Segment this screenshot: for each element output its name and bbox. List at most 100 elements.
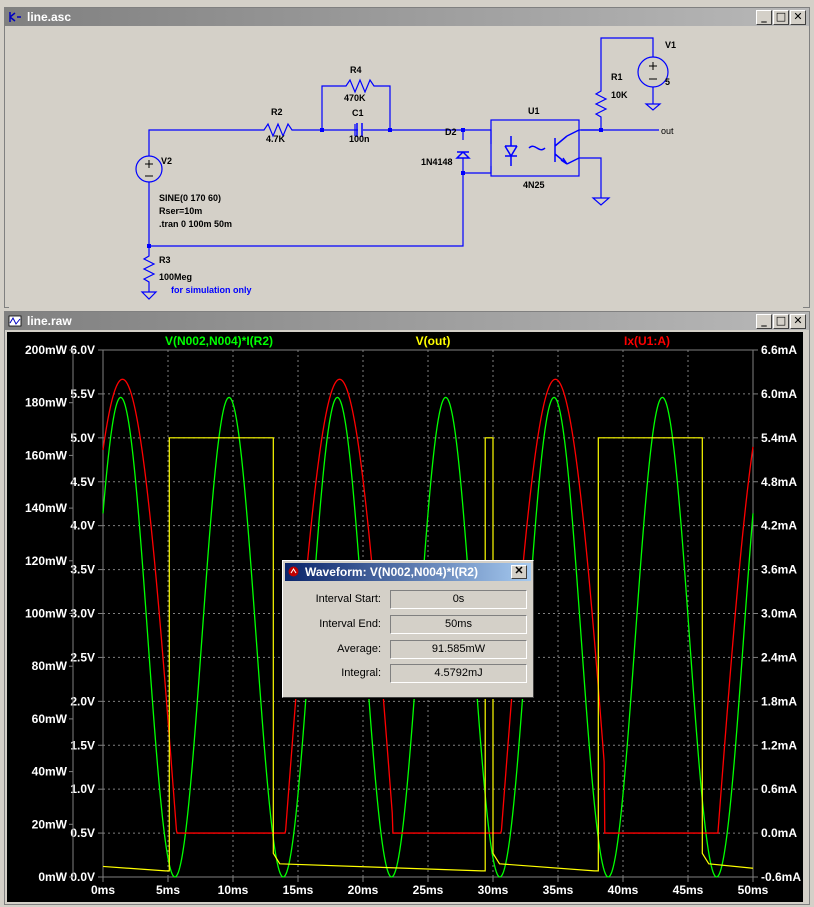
c1-value: 100n — [349, 134, 370, 144]
maximize-button[interactable]: □ — [773, 314, 789, 329]
r4-value: 470K — [344, 93, 366, 103]
r3-value: 100Meg — [159, 272, 192, 282]
ma-axis-tick-label: 6.0mA — [761, 387, 797, 401]
v1-value: 5 — [665, 77, 670, 87]
v-axis-tick-label: 0.0V — [70, 870, 95, 884]
x-tick-label: 5ms — [156, 883, 180, 897]
dialog-title: Waveform: V(N002,N004)*I(R2) — [305, 565, 478, 579]
waveform-titlebar[interactable]: line.raw _ □ ✕ — [5, 312, 809, 330]
minimize-button[interactable]: _ — [756, 314, 772, 329]
series-name-label: V(N002,N004)*I(R2) — [165, 334, 273, 348]
series-name-label: V(out) — [416, 334, 451, 348]
r2-value: 4.7K — [266, 134, 286, 144]
waveform-info-icon — [288, 566, 299, 577]
spice-directive[interactable]: .tran 0 100m 50m — [159, 219, 232, 229]
minimize-button[interactable]: _ — [756, 10, 772, 25]
integral-field: 4.5792mJ — [390, 664, 527, 683]
v2-value-line2: Rser=10m — [159, 206, 202, 216]
r4-name: R4 — [350, 65, 362, 75]
ma-axis-tick-label: -0.6mA — [761, 870, 801, 884]
integral-row: Integral: 4.5792mJ — [283, 663, 533, 683]
ma-axis-tick-label: 0.6mA — [761, 782, 797, 796]
mw-axis-tick-label: 20mW — [32, 817, 68, 831]
u1-name: U1 — [528, 106, 540, 116]
x-tick-label: 45ms — [673, 883, 704, 897]
mw-axis-tick-label: 60mW — [32, 712, 68, 726]
c1-name: C1 — [352, 108, 364, 118]
schematic-comment: for simulation only — [171, 285, 252, 295]
v-axis-tick-label: 4.5V — [70, 475, 95, 489]
r1-value: 10K — [611, 90, 628, 100]
mw-axis-tick-label: 100mW — [25, 607, 68, 621]
average-row: Average: 91.585mW — [283, 639, 533, 659]
schematic-titlebar[interactable]: line.asc _ □ ✕ — [5, 8, 809, 26]
v-axis-tick-label: 2.0V — [70, 694, 95, 708]
average-label: Average: — [337, 643, 381, 655]
r2-name: R2 — [271, 107, 283, 117]
r1-name: R1 — [611, 72, 623, 82]
series-name-label: Ix(U1:A) — [624, 334, 670, 348]
ma-axis-tick-label: 5.4mA — [761, 431, 797, 445]
u1-value: 4N25 — [523, 180, 545, 190]
interval-end-row: Interval End: 50ms — [283, 614, 533, 634]
dialog-titlebar[interactable]: Waveform: V(N002,N004)*I(R2) ✕ — [285, 563, 531, 581]
dialog-close-button[interactable]: ✕ — [511, 565, 527, 579]
maximize-button[interactable]: □ — [773, 10, 789, 25]
v-axis-tick-label: 2.5V — [70, 650, 95, 664]
v-axis-tick-label: 5.5V — [70, 387, 95, 401]
waveform-icon — [8, 315, 22, 327]
v-axis-tick-label: 3.0V — [70, 607, 95, 621]
x-tick-label: 0ms — [91, 883, 115, 897]
schematic-window[interactable]: line.asc _ □ ✕ — [4, 7, 810, 311]
interval-end-field[interactable]: 50ms — [390, 615, 527, 634]
mw-axis-tick-label: 160mW — [25, 448, 68, 462]
waveform-info-dialog[interactable]: Waveform: V(N002,N004)*I(R2) ✕ Interval … — [282, 560, 534, 698]
x-tick-label: 25ms — [413, 883, 444, 897]
v-axis-tick-label: 0.5V — [70, 826, 95, 840]
x-tick-label: 10ms — [218, 883, 249, 897]
mw-axis-tick-label: 80mW — [32, 659, 68, 673]
close-button[interactable]: ✕ — [790, 10, 806, 25]
x-tick-label: 20ms — [348, 883, 379, 897]
ma-axis-tick-label: 0.0mA — [761, 826, 797, 840]
series-line-led-current — [102, 378, 754, 834]
net-label-out: out — [661, 126, 674, 136]
x-tick-label: 50ms — [738, 883, 769, 897]
mw-axis-tick-label: 40mW — [32, 765, 68, 779]
mw-axis-tick-label: 140mW — [25, 501, 68, 515]
mw-axis-tick-label: 180mW — [25, 396, 68, 410]
x-tick-label: 15ms — [283, 883, 314, 897]
x-tick-label: 40ms — [608, 883, 639, 897]
ma-axis-tick-label: 6.6mA — [761, 343, 797, 357]
v2-name: V2 — [161, 156, 172, 166]
ma-axis-tick-label: 4.8mA — [761, 475, 797, 489]
v1-name: V1 — [665, 40, 676, 50]
interval-start-field[interactable]: 0s — [390, 590, 527, 609]
series-line-power — [102, 396, 754, 878]
ma-axis-tick-label: 3.0mA — [761, 607, 797, 621]
interval-start-row: Interval Start: 0s — [283, 589, 533, 609]
ma-axis-tick-label: 2.4mA — [761, 650, 797, 664]
d2-value: 1N4148 — [421, 157, 453, 167]
v-axis-tick-label: 3.5V — [70, 563, 95, 577]
d2-name: D2 — [445, 127, 457, 137]
mw-axis-tick-label: 200mW — [25, 343, 68, 357]
v-axis-tick-label: 6.0V — [70, 343, 95, 357]
v-axis-tick-label: 4.0V — [70, 519, 95, 533]
interval-end-label: Interval End: — [319, 618, 381, 630]
v2-value-line1: SINE(0 170 60) — [159, 193, 221, 203]
series-line-vout — [102, 437, 754, 872]
v-axis-tick-label: 1.0V — [70, 782, 95, 796]
r3-name: R3 — [159, 255, 171, 265]
v-axis-tick-label: 5.0V — [70, 431, 95, 445]
close-button[interactable]: ✕ — [790, 314, 806, 329]
ma-axis-tick-label: 4.2mA — [761, 519, 797, 533]
schematic-icon — [9, 12, 21, 22]
interval-start-label: Interval Start: — [315, 593, 381, 605]
schematic-canvas[interactable]: V1 5 R1 10K R2 4.7K R4 470K C1 100n D2 1… — [9, 28, 803, 311]
ma-axis-tick-label: 1.2mA — [761, 738, 797, 752]
mw-axis-tick-label: 120mW — [25, 554, 68, 568]
v-axis-tick-label: 1.5V — [70, 738, 95, 752]
ma-axis-tick-label: 1.8mA — [761, 694, 797, 708]
